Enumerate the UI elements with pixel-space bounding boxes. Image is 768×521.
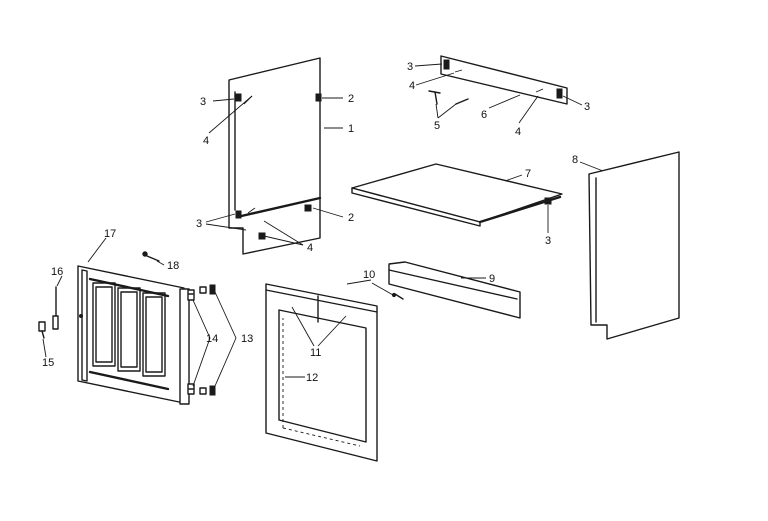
- callout-1: 1: [348, 123, 354, 135]
- front-rail-part: [388, 261, 521, 319]
- callout-4: 4: [409, 80, 415, 92]
- hinge-hardware-icon: [199, 284, 216, 396]
- callout-11: 11: [310, 347, 321, 359]
- callout-3: 3: [584, 101, 590, 113]
- door-part: [77, 265, 190, 405]
- shelf-part: [351, 163, 563, 227]
- callout-5: 5: [434, 120, 440, 132]
- callout-4: 4: [515, 126, 521, 138]
- side-panel-part: [228, 57, 322, 255]
- callout-2: 2: [348, 212, 354, 224]
- hinge-icon: [187, 289, 195, 395]
- callout-7: 7: [525, 168, 531, 180]
- top-rail-part: [440, 55, 568, 105]
- screw-icon: [391, 292, 404, 300]
- face-frame-part: [265, 283, 378, 462]
- callout-10: 10: [363, 269, 375, 281]
- callout-17: 17: [104, 228, 116, 240]
- screw-icon: [142, 251, 160, 262]
- callout-12: 12: [306, 372, 318, 384]
- callout-6: 6: [481, 109, 487, 121]
- callout-2: 2: [348, 93, 354, 105]
- callout-16: 16: [51, 266, 63, 278]
- callout-labels: 1 2 2 3 3 3 3 3 4 4 4 4 5 6 7 8 9 10 11 …: [42, 61, 590, 384]
- callout-3: 3: [407, 61, 413, 73]
- callout-3: 3: [200, 96, 206, 108]
- callout-3: 3: [545, 235, 551, 247]
- leader-lines: [42, 63, 604, 387]
- screw-icon: [38, 321, 46, 339]
- callout-4: 4: [203, 135, 209, 147]
- handle-icon: [52, 286, 59, 330]
- callout-8: 8: [572, 154, 578, 166]
- screw-icon: [428, 90, 469, 105]
- callout-13: 13: [241, 333, 253, 345]
- callout-9: 9: [489, 273, 495, 285]
- callout-14: 14: [206, 333, 218, 345]
- back-panel-part: [588, 151, 680, 340]
- callout-18: 18: [167, 260, 179, 272]
- callout-4: 4: [307, 242, 313, 254]
- callout-15: 15: [42, 357, 54, 369]
- callout-3: 3: [196, 218, 202, 230]
